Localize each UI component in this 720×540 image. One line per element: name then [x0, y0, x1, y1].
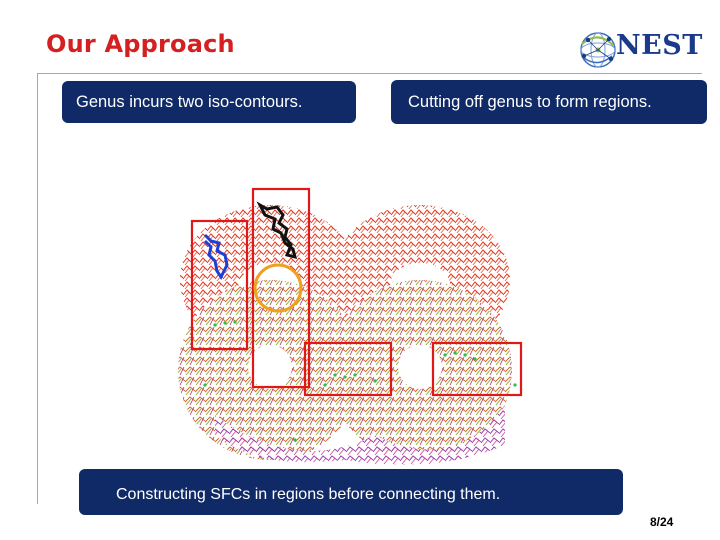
- torus-sfc-figure: [178, 187, 523, 465]
- left-divider: [37, 74, 38, 504]
- callout-cutting: Cutting off genus to form regions.: [391, 80, 707, 124]
- callout-constructing: Constructing SFCs in regions before conn…: [79, 469, 623, 515]
- region-seams: [203, 320, 517, 442]
- highlight-box-left-cut: [303, 341, 393, 397]
- highlight-boxes: [190, 187, 523, 397]
- page-number: 8/24: [650, 515, 674, 529]
- lower-torus: [178, 280, 512, 465]
- slide-title: Our Approach: [46, 30, 235, 58]
- logo-text: NEST: [616, 30, 703, 61]
- genus-highlight-circle: [253, 263, 303, 313]
- black-contour-path: [256, 201, 298, 260]
- nest-globe-icon: [580, 32, 616, 68]
- callout-genus: Genus incurs two iso-contours.: [62, 81, 356, 123]
- header-divider: [37, 73, 702, 74]
- highlight-box-black-contour: [251, 187, 311, 389]
- highlight-box-right-cut: [431, 341, 523, 397]
- blue-contour-path: [203, 233, 229, 280]
- highlight-box-blue-contour: [190, 219, 249, 351]
